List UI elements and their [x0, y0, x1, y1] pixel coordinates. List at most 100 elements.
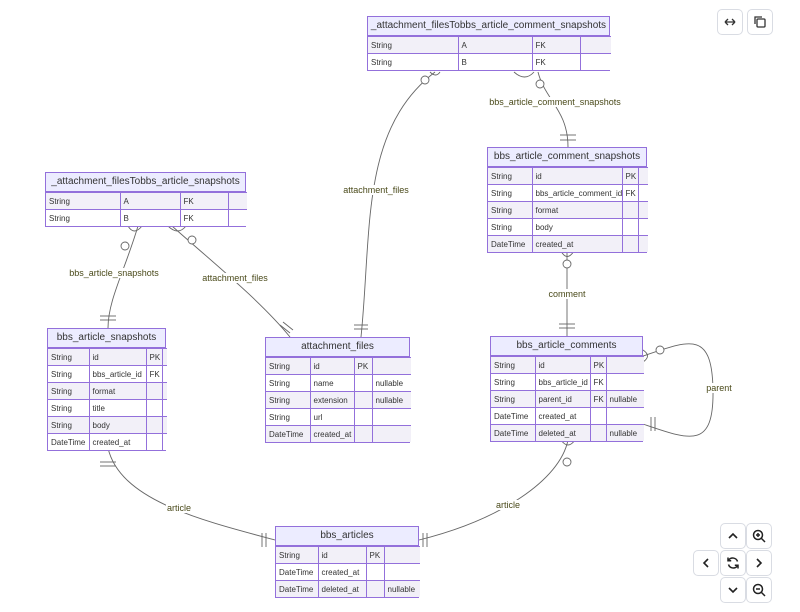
copy-icon — [754, 16, 766, 28]
attribute-type: DateTime — [491, 407, 536, 425]
attribute-type: String — [488, 218, 533, 236]
relationship-line-parent — [642, 343, 714, 437]
attribute-key: FK — [531, 53, 581, 70]
attribute-comment: nullable — [371, 374, 411, 392]
attribute-name: created_at — [534, 407, 591, 425]
attribute-type: String — [491, 356, 536, 374]
attribute-type: DateTime — [276, 580, 319, 597]
attribute-type: String — [488, 201, 533, 219]
attribute-name: format — [531, 201, 623, 219]
attribute-comment — [161, 348, 167, 366]
attribute-comment — [637, 167, 648, 185]
attribute-comment — [383, 563, 420, 581]
attribute-comment — [371, 357, 411, 375]
attribute-comment: nullable — [605, 390, 644, 408]
attribute-key — [353, 408, 373, 426]
zoom-out-icon — [752, 583, 766, 597]
attribute-name: B — [119, 209, 181, 226]
zoom-in-button[interactable] — [746, 523, 772, 549]
attribute-key — [145, 399, 163, 417]
attribute-key — [621, 218, 639, 236]
attribute-name: bbs_article_comment_id — [531, 184, 623, 202]
attribute-key: FK — [179, 209, 229, 226]
attribute-comment — [371, 425, 411, 442]
attribute-type: String — [48, 416, 90, 434]
attribute-name: name — [309, 374, 355, 392]
attribute-type: DateTime — [491, 424, 536, 441]
zoom-out-button[interactable] — [746, 577, 772, 603]
entity-title: bbs_article_snapshots — [48, 329, 165, 348]
attribute-key: PK — [365, 546, 385, 564]
attribute-type: DateTime — [48, 433, 90, 450]
attribute-comment — [383, 546, 420, 564]
entity-snap-join[interactable]: _attachment_filesTobbs_article_snapshots… — [45, 172, 247, 227]
attribute-name: body — [88, 416, 147, 434]
attribute-comment: nullable — [371, 391, 411, 409]
entity-title: bbs_articles — [276, 527, 418, 546]
attribute-key — [365, 563, 385, 581]
attribute-comment — [161, 382, 167, 400]
attribute-type: String — [266, 357, 311, 375]
cardinality-zero-marker — [535, 79, 545, 89]
pan-down-button[interactable] — [720, 577, 746, 603]
attribute-type: String — [266, 374, 311, 392]
attribute-key: FK — [589, 373, 607, 391]
entity-title: bbs_article_comment_snapshots — [488, 148, 646, 167]
cardinality-many-marker — [642, 349, 648, 363]
attribute-type: String — [488, 184, 533, 202]
attribute-name: format — [88, 382, 147, 400]
pan-up-button[interactable] — [720, 523, 746, 549]
pan-left-button[interactable] — [693, 550, 719, 576]
attribute-type: String — [46, 209, 121, 226]
entity-title: _attachment_filesTobbs_article_comment_s… — [368, 17, 609, 36]
copy-button[interactable] — [747, 9, 773, 35]
cardinality-zero-marker — [562, 457, 572, 467]
attribute-key: FK — [145, 365, 163, 383]
attribute-name: id — [317, 546, 367, 564]
attribute-key: FK — [531, 36, 581, 54]
entity-comment-snap-join[interactable]: _attachment_filesTobbs_article_comment_s… — [367, 16, 611, 71]
attribute-name: bbs_article_id — [88, 365, 147, 383]
relationship-line-article-left — [107, 447, 276, 541]
cardinality-zero-marker — [187, 235, 197, 245]
attribute-name: A — [457, 36, 533, 54]
pan-right-button[interactable] — [746, 550, 772, 576]
cardinality-zero-marker — [120, 241, 130, 251]
fit-width-button[interactable] — [717, 9, 743, 35]
attribute-type: String — [48, 382, 90, 400]
attribute-key: FK — [589, 390, 607, 408]
attribute-key — [589, 424, 607, 441]
attribute-key — [365, 580, 385, 597]
attribute-key — [145, 433, 163, 450]
expand-horizontal-icon — [724, 18, 736, 26]
attribute-comment — [637, 184, 648, 202]
attribute-name: title — [88, 399, 147, 417]
attribute-name: created_at — [309, 425, 355, 442]
attribute-type: String — [488, 167, 533, 185]
relationship-label-article-right: article — [494, 500, 522, 510]
attribute-comment — [605, 373, 644, 391]
relationship-label-attachment-files-right: attachment_files — [342, 185, 410, 195]
attribute-comment — [227, 192, 247, 210]
reset-button[interactable] — [720, 550, 746, 576]
